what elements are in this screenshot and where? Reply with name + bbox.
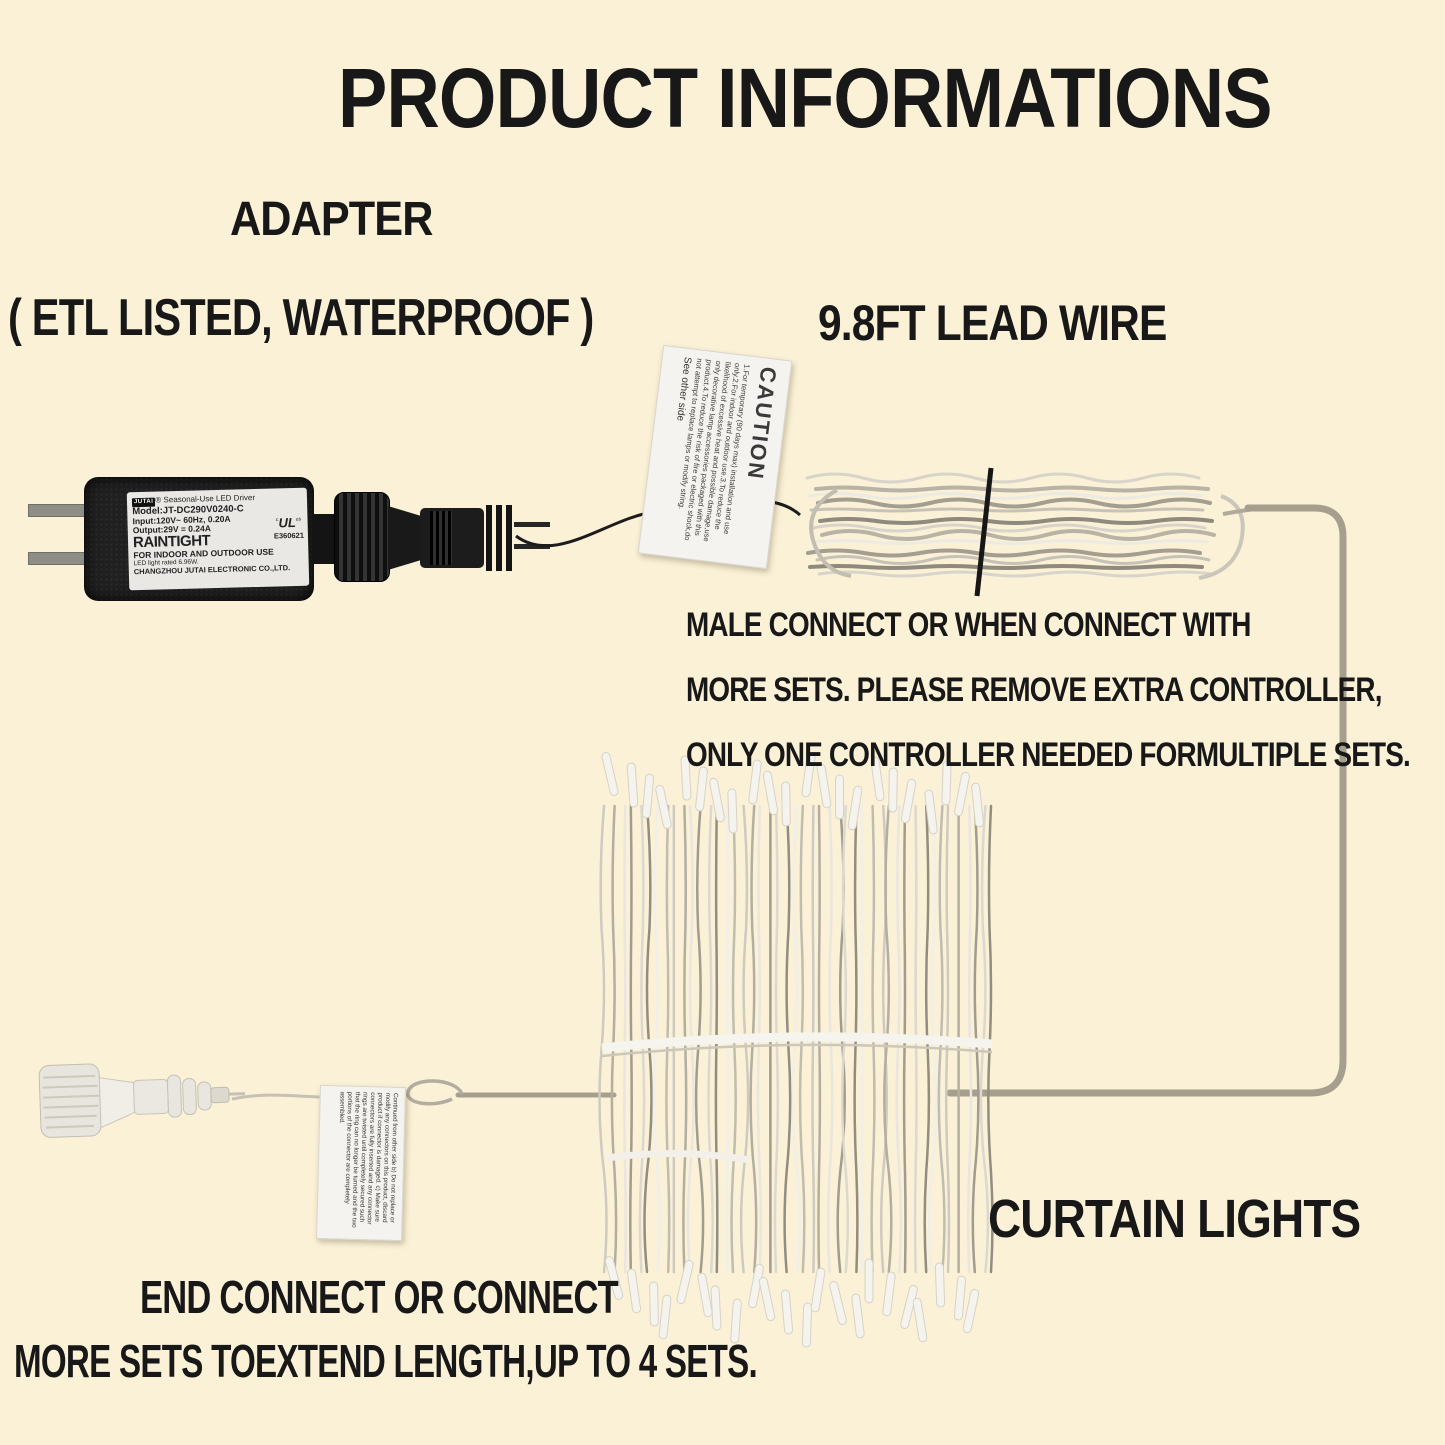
male-connect-note-line-2: MORE SETS. PLEASE REMOVE EXTRA CONTROLLE… bbox=[686, 671, 1382, 709]
caution-hang-tag: CAUTION 1.For temporary (90 days max) in… bbox=[637, 344, 793, 570]
ul-file-number: E360621 bbox=[273, 530, 305, 541]
curtain-lights-heading: CURTAIN LIGHTS bbox=[988, 1189, 1361, 1249]
adapter-subheading: ( ETL LISTED, WATERPROOF ) bbox=[8, 289, 594, 347]
curtain-lights-bundle-photo bbox=[598, 751, 994, 1348]
adapter-threaded-cap bbox=[334, 492, 390, 582]
brand-trademark: ® bbox=[155, 495, 162, 505]
end-connector-tip bbox=[210, 1086, 230, 1104]
end-connector-hang-tag: Continued from other side b) Do not repl… bbox=[315, 1084, 407, 1242]
adapter-neck bbox=[312, 514, 336, 564]
male-plug-pin-top bbox=[514, 522, 550, 527]
male-connect-note-line-3: ONLY ONE CONTROLLER NEEDED FORMULTIPLE S… bbox=[686, 736, 1411, 774]
adapter-heading: ADAPTER bbox=[230, 193, 433, 246]
male-plug-pin-bottom bbox=[514, 544, 550, 549]
page-title: PRODUCT INFORMATIONS bbox=[338, 51, 1273, 145]
ul-certification-mark: cULus E360621 bbox=[273, 514, 305, 541]
end-connect-note-line-1: END CONNECT OR CONNECT bbox=[140, 1271, 619, 1323]
male-plug-grooves bbox=[430, 511, 452, 565]
end-connector-barrel bbox=[133, 1078, 169, 1115]
lead-wire-photo bbox=[805, 467, 1264, 597]
end-connector-neck bbox=[98, 1077, 136, 1129]
end-connect-note-line-2: MORE SETS TOEXTEND LENGTH,UP TO 4 SETS. bbox=[14, 1335, 758, 1387]
adapter-plug-prong-top bbox=[28, 504, 90, 517]
lead-wire-heading: 9.8FT LEAD WIRE bbox=[818, 295, 1167, 351]
male-connect-note-line-1: MALE CONNECT OR WHEN CONNECT WITH bbox=[686, 606, 1251, 644]
end-connector-thread bbox=[197, 1081, 212, 1111]
end-connector-cap-ribs bbox=[42, 1074, 99, 1129]
adapter-spec-label: JUTAI® Seasonal-Use LED Driver Model:JT-… bbox=[126, 487, 310, 591]
end-connector-wire-stub bbox=[228, 1092, 245, 1096]
end-connector-photo bbox=[38, 1063, 245, 1138]
end-connector-thread bbox=[182, 1078, 197, 1116]
adapter-plug-prong-bottom bbox=[28, 552, 90, 565]
end-connector-thread bbox=[166, 1074, 182, 1118]
adapter-taper bbox=[388, 506, 422, 570]
end-tag-body: Continued from other side b) Do not repl… bbox=[337, 1091, 399, 1228]
male-plug-fins bbox=[486, 505, 514, 571]
